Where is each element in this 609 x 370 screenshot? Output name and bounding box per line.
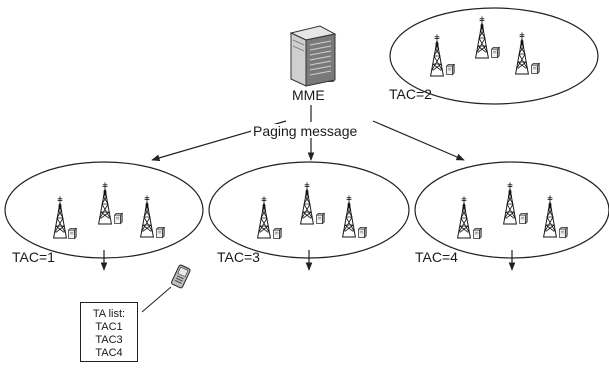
cabinet-icon	[156, 227, 165, 238]
ue-phone-icon	[171, 264, 191, 289]
cabinet-icon	[114, 213, 123, 224]
tower-icon	[300, 181, 314, 225]
ta-2-base-stations	[430, 15, 540, 77]
cabinet-icon	[358, 227, 367, 238]
tower-icon	[342, 194, 356, 238]
cabinet-icon	[446, 64, 455, 75]
tower-icon	[53, 195, 67, 239]
cabinet-icon	[491, 47, 500, 58]
mme-label: MME	[292, 87, 325, 103]
tower-icon	[503, 181, 517, 225]
ta-2-label: TAC=2	[389, 86, 432, 102]
cabinet-icon	[68, 228, 77, 239]
ta-list-item: TAC3	[95, 334, 123, 346]
mme-server-icon	[289, 25, 337, 87]
cabinet-icon	[316, 213, 325, 224]
cabinet-icon	[519, 213, 528, 224]
ue-connector-line	[141, 286, 172, 313]
paging-arrow-ta4	[372, 120, 465, 161]
ta-1-label: TAC=1	[12, 249, 55, 265]
ta-3-label: TAC=3	[217, 249, 260, 265]
tower-icon	[475, 15, 489, 59]
ta-4-base-stations	[457, 181, 568, 239]
tower-icon	[140, 194, 154, 238]
cabinet-icon	[559, 227, 568, 238]
cabinet-icon	[473, 228, 482, 239]
tower-icon	[257, 195, 271, 239]
ta-2-ellipse	[389, 7, 599, 105]
ta-4-label: TAC=4	[415, 249, 458, 265]
tower-icon	[515, 31, 529, 75]
ta-3-base-stations	[257, 181, 367, 239]
tower-icon	[457, 195, 471, 239]
cabinet-icon	[531, 63, 540, 74]
tower-icon	[543, 194, 557, 238]
tower-icon	[98, 181, 112, 225]
cabinet-icon	[273, 228, 282, 239]
tower-icon	[430, 33, 444, 77]
ta-list-item: TAC4	[95, 347, 123, 359]
ta-1-base-stations	[53, 181, 165, 239]
ta-list-item: TAC1	[95, 321, 123, 333]
ta-list-box: TA list: TAC1 TAC3 TAC4	[80, 302, 138, 362]
ta-list-title: TA list:	[92, 308, 126, 320]
paging-message-label: Paging message	[251, 123, 360, 139]
